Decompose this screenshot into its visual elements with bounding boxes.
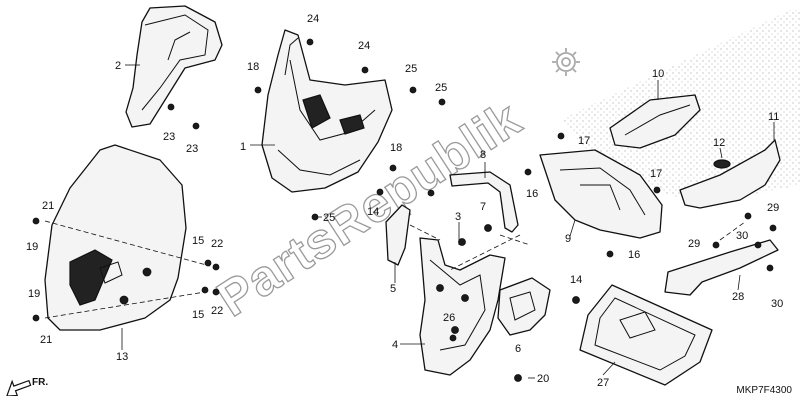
diagram-code: MKP7F4300 [736,385,792,396]
callout-30-a: 30 [736,230,748,242]
front-arrow-icon [5,379,32,397]
callout-7: 7 [480,201,486,213]
callout-6: 6 [515,343,521,355]
callout-19-a: 19 [26,241,38,253]
leader-lines [121,64,775,379]
callout-20: 20 [537,373,549,385]
part-plate-27 [579,284,713,386]
callout-15-b: 15 [192,309,204,321]
part-side-panel [609,94,701,149]
callout-17-a: 17 [578,135,590,147]
part-stay-11 [679,139,781,209]
callout-19-b: 19 [28,288,40,300]
callouts: 1 2 3 4 5 6 7 8 9 10 11 12 13 14 14 15 1… [26,13,783,389]
callout-3: 3 [455,211,461,223]
part-rubber-12 [713,159,731,169]
callout-8: 8 [480,149,486,161]
part-meter-assembly [539,149,663,239]
callout-21-a: 21 [42,200,54,212]
callout-2: 2 [115,60,121,72]
callout-24-b: 24 [358,40,370,52]
callout-9: 9 [565,233,571,245]
callout-15-a: 15 [192,235,204,247]
part-bracket-5 [385,204,411,266]
callout-24-a: 24 [307,13,319,25]
callout-18-b: 18 [390,142,402,154]
callout-17-b: 17 [650,168,662,180]
callout-29-b: 29 [688,238,700,250]
callout-10: 10 [652,68,664,80]
callout-4: 4 [392,339,398,351]
gear-icon [552,48,580,76]
callout-22-a: 22 [211,238,223,250]
callout-25-a: 25 [405,63,417,75]
callout-30-b: 30 [771,298,783,310]
assembly-lines [44,220,746,319]
callout-14-b: 14 [570,274,582,286]
part-side-plate [497,277,551,336]
callout-14-a: 14 [367,206,379,218]
callout-23-a: 23 [163,131,175,143]
callout-27: 27 [597,377,609,389]
callout-16-b: 16 [628,249,640,261]
callout-23-b: 23 [186,143,198,155]
callout-25-b: 25 [435,82,447,94]
front-label: FR. [32,377,49,388]
callout-12: 12 [713,137,725,149]
callout-11: 11 [768,111,779,123]
part-stay-bar [449,171,519,233]
callout-13: 13 [116,351,128,363]
callout-29-a: 29 [767,202,779,214]
callout-26: 26 [443,312,455,324]
callout-25-c: 25 [323,212,335,224]
part-front-cowl [261,29,393,193]
callout-18-a: 18 [247,61,259,73]
part-stay-28 [664,239,779,296]
part-windscreen [44,144,187,331]
callout-5: 5 [390,283,396,295]
callout-16-a: 16 [526,188,538,200]
callout-28: 28 [732,291,744,303]
part-frame-bracket [419,237,506,376]
part-upper-visor [125,5,223,128]
callout-21-b: 21 [40,334,52,346]
callout-1: 1 [240,141,246,153]
fasteners [32,38,777,382]
front-direction-indicator: FR. [2,374,72,397]
callout-22-b: 22 [211,305,223,317]
